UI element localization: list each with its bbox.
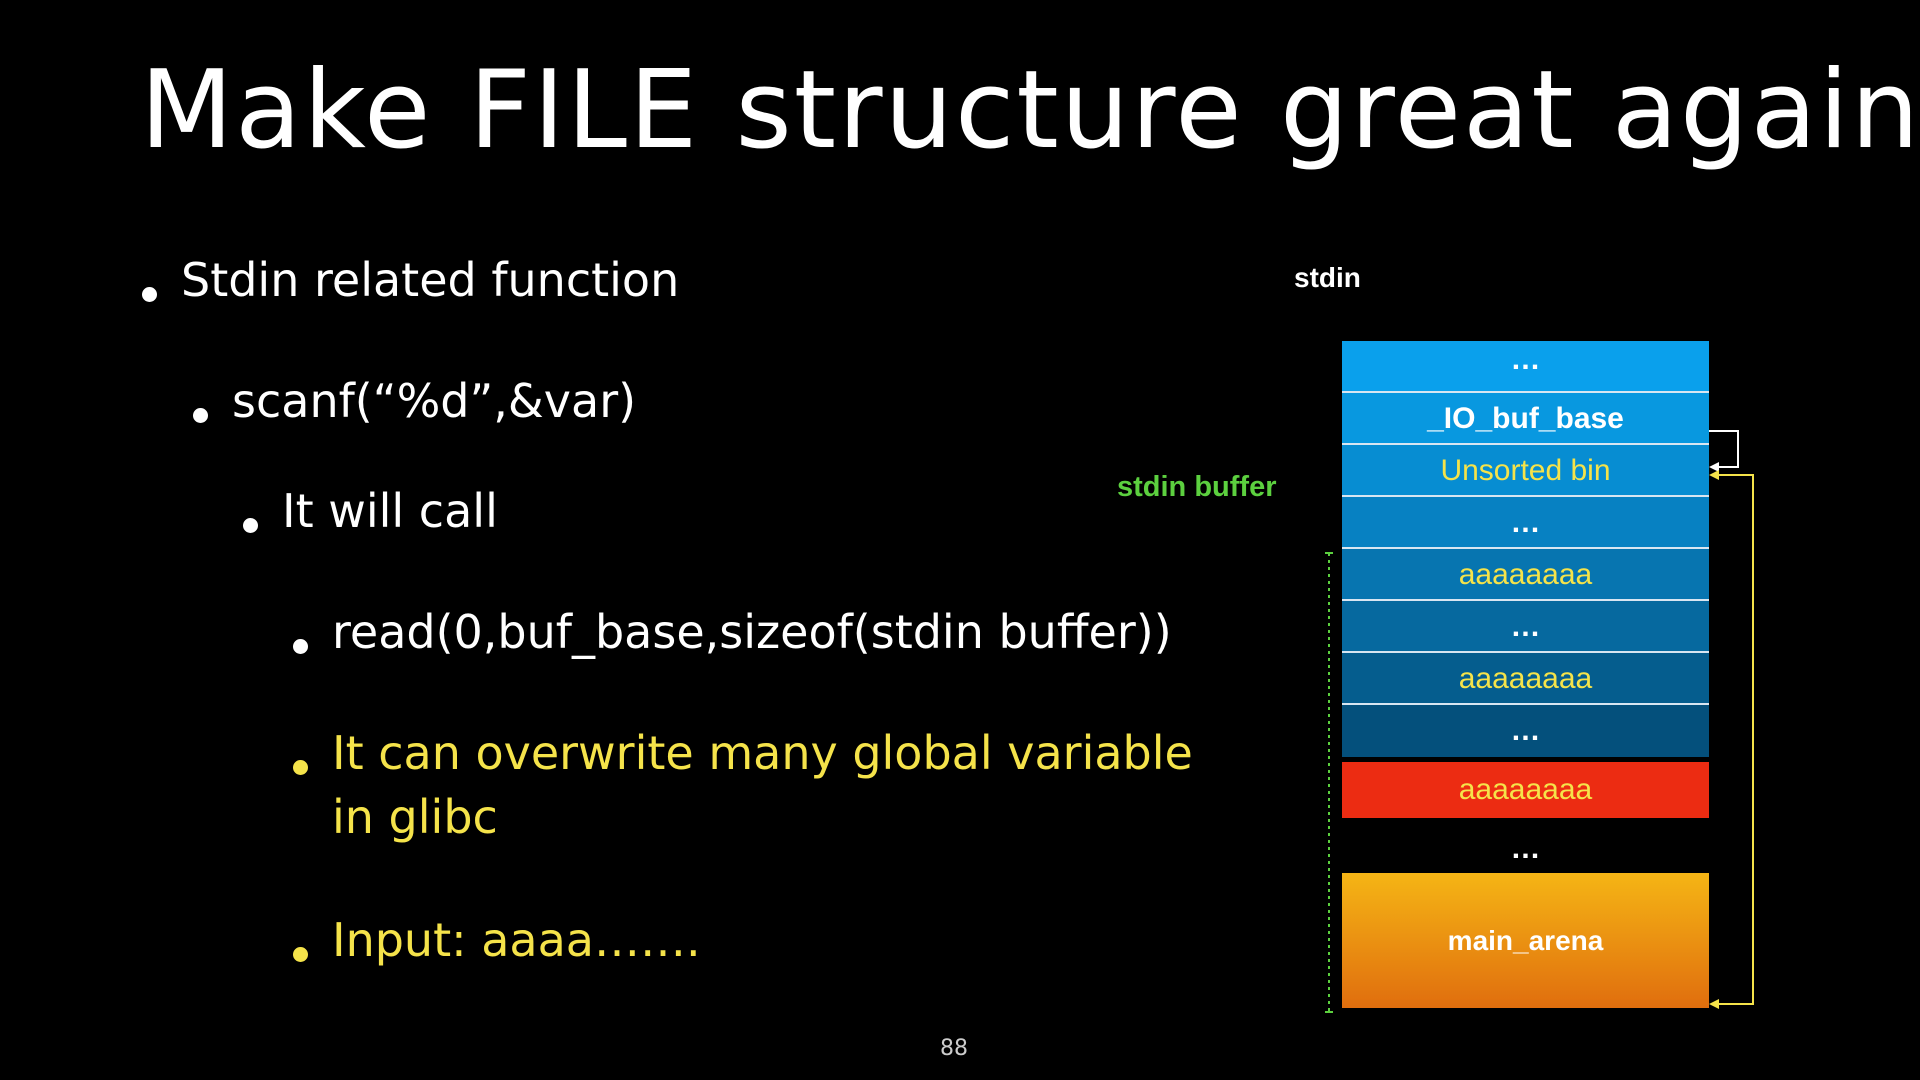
bullet-text: Input: aaaa……. bbox=[332, 913, 701, 967]
stdin-buffer-label: stdin buffer bbox=[1117, 471, 1277, 503]
gap-dots: … bbox=[1510, 832, 1541, 865]
slide-title: Make FILE structure great again bbox=[140, 48, 1920, 173]
bullet-text: It can overwrite many global variable bbox=[332, 726, 1193, 780]
stack-cell-dots: … bbox=[1342, 341, 1709, 393]
bullet-overwrite-globals: It can overwrite many global variable in… bbox=[293, 721, 1193, 849]
unsorted-bin-to-main-arena-arrow bbox=[1709, 470, 1754, 1009]
bullet-dot bbox=[193, 408, 208, 423]
bullet-dot bbox=[293, 639, 308, 654]
bullet-text: It will call bbox=[282, 484, 498, 538]
bullet-text: Stdin related function bbox=[181, 253, 680, 307]
bullet-text: scanf(“%d”,&var) bbox=[232, 374, 637, 428]
stdin-label: stdin bbox=[1294, 262, 1361, 293]
bullet-dot bbox=[243, 518, 258, 533]
buf-base-pointer-arrow bbox=[1709, 430, 1739, 472]
bullet-text-continuation: in glibc bbox=[332, 790, 498, 844]
bullet-dot bbox=[293, 760, 308, 775]
bullet-text: read(0,buf_base,sizeof(stdin buffer)) bbox=[332, 605, 1172, 659]
stack-cell-aaaaaaaa: aaaaaaaa bbox=[1342, 653, 1709, 705]
bullet-dot bbox=[293, 947, 308, 962]
main-arena-block: main_arena bbox=[1342, 873, 1709, 1008]
stack-cell-unsorted-bin: Unsorted bin bbox=[1342, 445, 1709, 497]
bullet-scanf: scanf(“%d”,&var) bbox=[193, 369, 636, 433]
stdin-structure-stack: … _IO_buf_base Unsorted bin … aaaaaaaa …… bbox=[1342, 341, 1709, 757]
page-number: 88 bbox=[940, 1036, 968, 1061]
bullet-dot bbox=[142, 287, 157, 302]
overwritten-cell: aaaaaaaa bbox=[1342, 762, 1709, 818]
stack-cell-dots: … bbox=[1342, 497, 1709, 549]
bullet-read-call: read(0,buf_base,sizeof(stdin buffer)) bbox=[293, 600, 1172, 664]
stack-cell-dots: … bbox=[1342, 705, 1709, 757]
stack-cell-io-buf-base: _IO_buf_base bbox=[1342, 393, 1709, 445]
stack-cell-dots: … bbox=[1342, 601, 1709, 653]
bullet-stdin-related-function: Stdin related function bbox=[142, 248, 679, 312]
bullet-input: Input: aaaa……. bbox=[293, 908, 701, 972]
stdin-buffer-bracket bbox=[1325, 552, 1333, 1013]
bullet-it-will-call: It will call bbox=[243, 479, 498, 543]
stack-cell-aaaaaaaa: aaaaaaaa bbox=[1342, 549, 1709, 601]
